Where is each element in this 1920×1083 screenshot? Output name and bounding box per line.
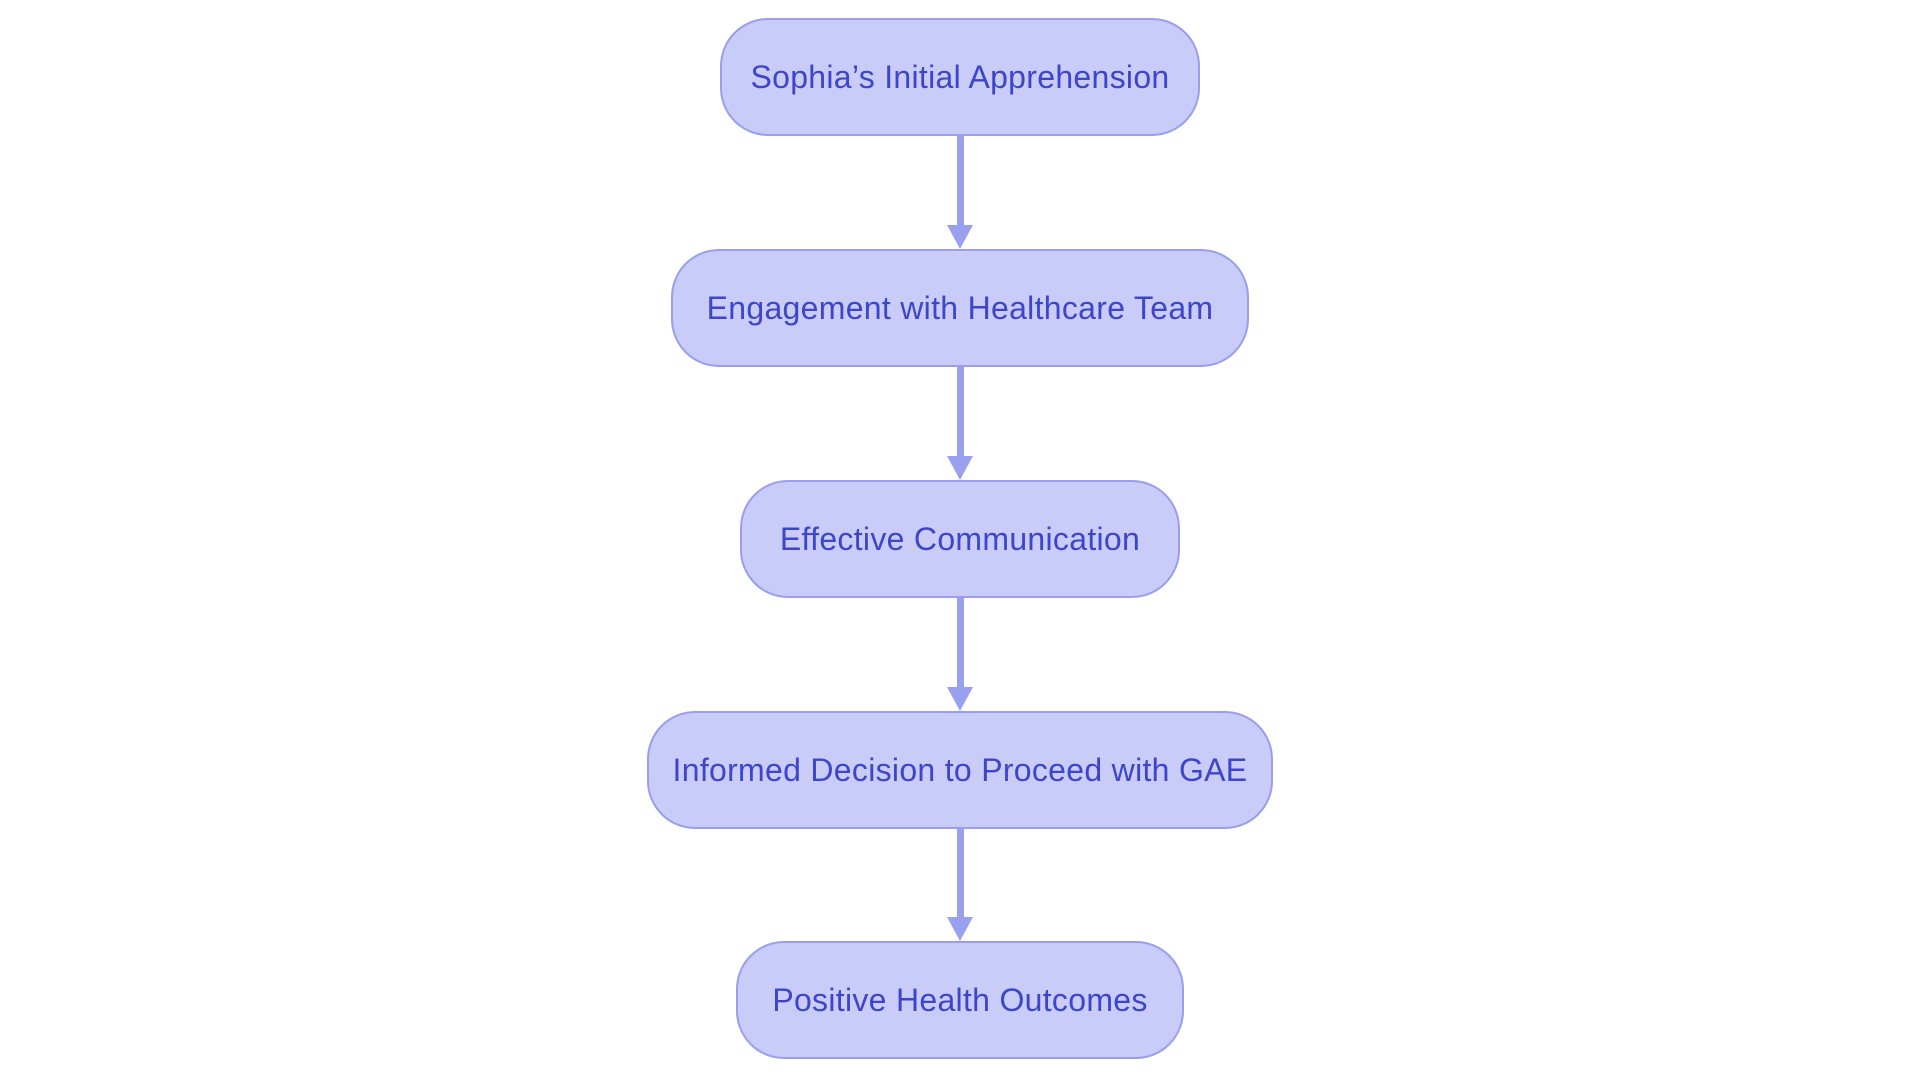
node-effective-communication: Effective Communication (740, 480, 1180, 598)
arrowhead-icon (947, 225, 973, 249)
node-label: Sophia’s Initial Apprehension (750, 58, 1170, 95)
arrowhead-icon (947, 917, 973, 941)
node-label: Effective Communication (779, 520, 1141, 557)
arrow-down-3 (947, 598, 973, 711)
node-label: Informed Decision to Proceed with GAE (672, 751, 1248, 788)
arrow-down-4 (947, 829, 973, 941)
arrow-down-1 (947, 136, 973, 249)
node-positive-health-outcomes: Positive Health Outcomes (736, 941, 1184, 1059)
arrowhead-icon (947, 456, 973, 480)
node-initial-apprehension: Sophia’s Initial Apprehension (720, 18, 1200, 136)
arrow-shaft (956, 829, 964, 917)
node-informed-decision-gae: Informed Decision to Proceed with GAE (647, 711, 1273, 829)
arrow-shaft (956, 367, 964, 456)
arrow-down-2 (947, 367, 973, 480)
arrowhead-icon (947, 687, 973, 711)
arrow-shaft (956, 136, 964, 225)
node-engagement-healthcare-team: Engagement with Healthcare Team (671, 249, 1249, 367)
node-label: Engagement with Healthcare Team (706, 289, 1214, 326)
node-label: Positive Health Outcomes (772, 981, 1148, 1018)
arrow-shaft (956, 598, 964, 687)
